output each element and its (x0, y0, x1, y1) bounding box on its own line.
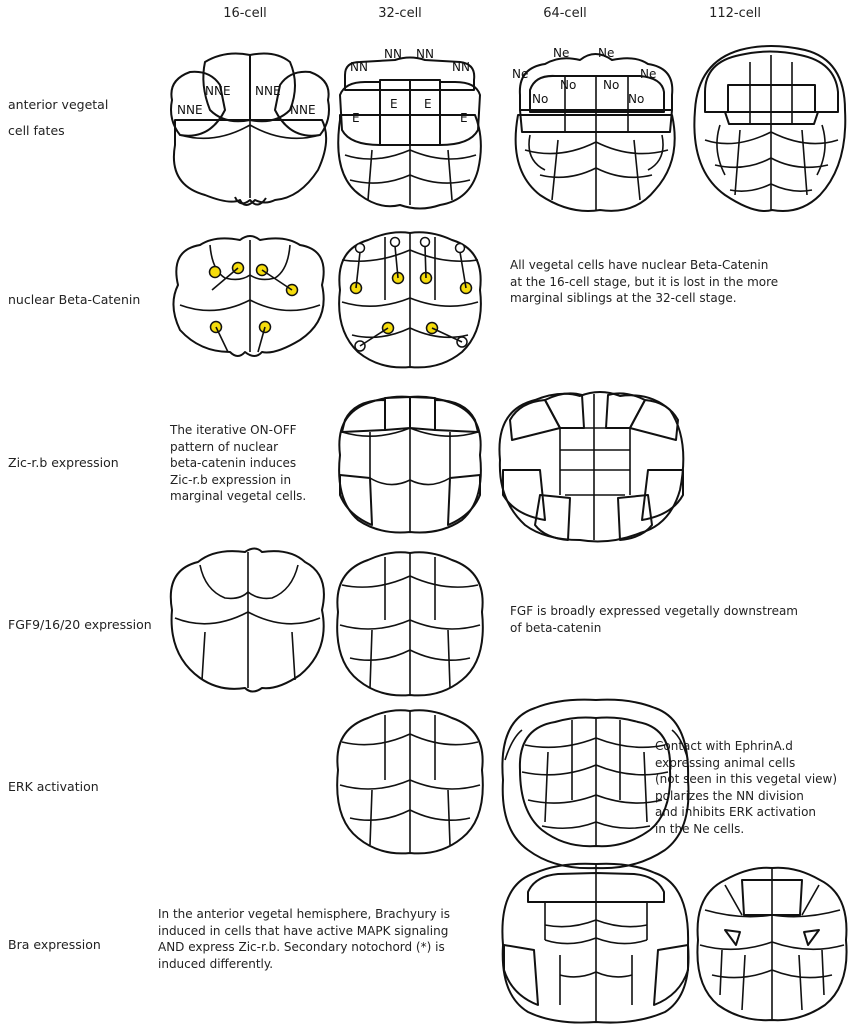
embryo-16-bcat (173, 236, 323, 356)
nucleus-empty (391, 238, 400, 247)
zic-cell (410, 397, 435, 430)
label-no: No (532, 92, 548, 106)
bra-cell-112 (725, 930, 740, 945)
label-nne: NNE (290, 103, 316, 117)
cell-e-1 (340, 82, 380, 145)
label-nne: NNE (205, 84, 231, 98)
nucleus-empty (356, 244, 365, 253)
label-e: E (424, 97, 432, 111)
embryo-32-fgf (337, 552, 483, 695)
zic-cell (385, 397, 410, 430)
embryo-64-bra (502, 864, 688, 1023)
embryo-64-zic (499, 392, 683, 541)
label-nne: NNE (255, 84, 281, 98)
embryo-64-erk (502, 700, 688, 869)
label-nn: NN (350, 60, 368, 74)
label-nn: NN (384, 47, 402, 61)
zic-cell (630, 400, 678, 440)
embryo-32-fates: NN NN NN NN E E E E (338, 47, 481, 209)
label-ne: Ne (640, 67, 656, 81)
nucleus-empty (421, 238, 430, 247)
embryo-16-fgf (171, 549, 324, 692)
embryo-16-fates: NNE NNE NNE NNE (171, 54, 329, 205)
embryo-64-fates: Ne Ne Ne Ne No No No No (512, 46, 675, 211)
label-ne: Ne (598, 46, 614, 60)
label-no: No (603, 78, 619, 92)
zic-cell (545, 393, 584, 428)
bra-cell (504, 945, 538, 1005)
nucleus-empty (456, 244, 465, 253)
label-e: E (460, 111, 468, 125)
bra-cell (654, 945, 688, 1005)
embryo-112-bra (697, 868, 846, 1020)
embryo-32-bcat (339, 232, 481, 367)
zic-cell (510, 400, 560, 440)
label-nn: NN (452, 60, 470, 74)
label-no: No (628, 92, 644, 106)
label-ne: Ne (512, 67, 528, 81)
embryo-32-erk (337, 710, 483, 853)
embryo-32-zic (339, 397, 481, 533)
label-nn: NN (416, 47, 434, 61)
bra-cell-112 (804, 930, 819, 945)
label-nne: NNE (177, 103, 203, 117)
label-no: No (560, 78, 576, 92)
embryo-112-fates (694, 46, 845, 211)
zic-cell (503, 470, 545, 520)
label-ne: Ne (553, 46, 569, 60)
label-e: E (352, 111, 360, 125)
label-e: E (390, 97, 398, 111)
nucleus-yellow (210, 267, 221, 278)
zic-cell (618, 495, 652, 540)
